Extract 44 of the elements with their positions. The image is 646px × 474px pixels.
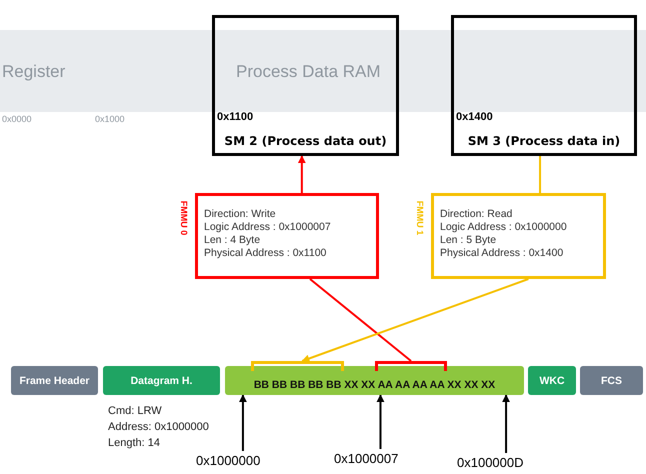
address-label: 0x1100 — [217, 111, 254, 123]
arrow — [238, 394, 247, 451]
command-text: Cmd: LRW — [108, 404, 163, 419]
fcs-block — [580, 366, 643, 395]
region-title: Register — [2, 62, 66, 82]
address-label: 0x0000 — [2, 114, 32, 124]
memory-box — [212, 15, 399, 156]
block-label: Datagram H. — [130, 374, 192, 386]
field-text: Direction: Read — [440, 208, 514, 221]
frame-header-block — [11, 366, 98, 395]
address-label: 0x1000007 — [334, 451, 398, 466]
bracket — [250, 361, 344, 371]
unit-title: FMMU 1 — [415, 200, 425, 238]
block-label: WKC — [539, 374, 565, 386]
field-text: Logic Address : 0x1000000 — [440, 221, 568, 234]
field-text: Len : 4 Byte — [204, 234, 262, 247]
unit-title: FMMU 0 — [179, 200, 189, 238]
memory-box — [451, 15, 637, 156]
field-text: Logic Address : 0x1000007 — [204, 221, 332, 234]
wkc-block — [528, 366, 576, 395]
field-text: Len : 5 Byte — [440, 234, 498, 247]
arrow — [376, 394, 384, 449]
block-label: Frame Header — [19, 374, 90, 386]
field-text: Physical Address : 0x1400 — [440, 247, 564, 260]
memory-title: SM 2 (Process data out) — [223, 134, 388, 148]
address-label: 0x1400 — [456, 111, 493, 123]
bracket — [374, 361, 448, 371]
field-text: Direction: Write — [204, 208, 277, 221]
arrow — [302, 278, 529, 362]
arrow — [298, 155, 306, 193]
region-title: Process Data RAM — [236, 62, 381, 82]
address-label: 0x100000D — [457, 455, 524, 470]
memory-title: SM 3 (Process data in) — [466, 134, 622, 148]
address-label: 0x1000 — [95, 114, 125, 124]
arrow — [502, 394, 510, 453]
connector-line — [309, 278, 412, 362]
datagram-header-block — [103, 366, 220, 395]
byte-values: BB BB BB BB BB XX XX AA AA AA AA XX XX XX — [254, 378, 496, 390]
field-text: Physical Address : 0x1100 — [204, 247, 328, 260]
command-text: Length: 14 — [108, 436, 161, 451]
command-text: Address: 0x1000000 — [108, 420, 209, 435]
connector-line — [539, 156, 542, 193]
address-label: 0x1000000 — [196, 453, 260, 468]
block-label: FCS — [601, 374, 622, 386]
